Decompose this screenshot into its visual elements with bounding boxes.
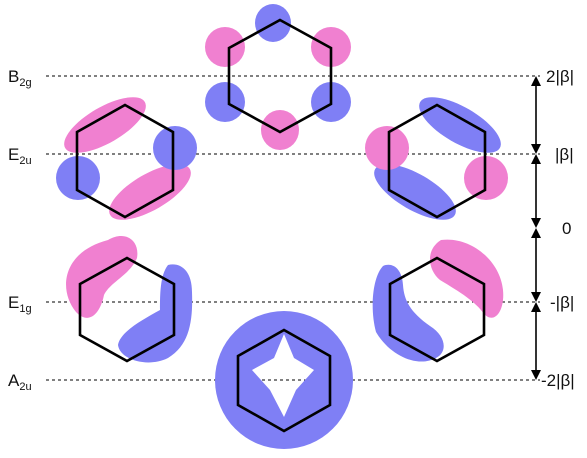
lobe (429, 239, 504, 318)
energy-label-beta: |β| (555, 145, 574, 164)
orbital-a2u (215, 311, 353, 449)
level-main: E (8, 293, 19, 312)
level-label-a2u: A2u (8, 371, 32, 393)
lobe (419, 97, 501, 153)
lobe (118, 264, 193, 363)
level-subscript: 2u (19, 381, 31, 393)
orbital-e1g-left (66, 236, 193, 363)
level-main: E (8, 145, 19, 164)
level-labels: B2g E2u E1g A2u (8, 67, 32, 393)
lobe (66, 236, 138, 318)
arrowhead-up (531, 76, 541, 86)
arrowhead-up (531, 228, 541, 238)
lobe (261, 110, 299, 150)
orbital-e2u-right (365, 97, 508, 220)
lobe (153, 126, 197, 170)
arrowhead-up (531, 302, 541, 312)
lobe (109, 164, 191, 220)
energy-arrow (531, 76, 541, 154)
lobe (365, 126, 409, 170)
energy-label-2beta: 2|β| (546, 67, 574, 86)
level-label-b2g: B2g (8, 67, 32, 89)
energy-label-neg-beta: -|β| (550, 293, 574, 312)
arrowhead-down (531, 370, 541, 380)
arrowhead-down (531, 218, 541, 228)
level-subscript: 1g (19, 303, 31, 315)
benzene-ring (387, 103, 487, 219)
level-subscript: 2g (19, 77, 31, 89)
arrowhead-down (531, 292, 541, 302)
energy-label-neg-2beta: -2|β| (541, 371, 575, 390)
level-subscript: 2u (19, 155, 31, 167)
energy-scale: 2|β| |β| 0 -|β| -2|β| (531, 67, 575, 390)
energy-arrow (531, 154, 541, 228)
level-main: B (8, 67, 19, 86)
level-label-e1g: E1g (8, 293, 32, 315)
energy-arrow (531, 302, 541, 380)
level-label-e2u: E2u (8, 145, 32, 167)
benzene-ring (388, 256, 486, 363)
benzene-ring (227, 18, 333, 134)
arrowhead-down (531, 144, 541, 154)
orbital-e1g-right (372, 239, 504, 363)
lobe (205, 82, 245, 122)
energy-label-zero: 0 (562, 219, 571, 238)
lobe (205, 27, 245, 67)
lobe (372, 264, 444, 362)
benzene-ring (75, 103, 175, 219)
lobe (64, 97, 146, 153)
benzene-ring (236, 328, 332, 433)
orbital-e2u-left (56, 97, 197, 220)
lobe (374, 164, 456, 220)
level-main: A (8, 371, 20, 390)
energy-arrow (531, 228, 541, 302)
arrowhead-up (531, 154, 541, 164)
lobe (215, 311, 353, 449)
benzene-ring (78, 256, 176, 363)
orbital-b2g (205, 4, 351, 150)
